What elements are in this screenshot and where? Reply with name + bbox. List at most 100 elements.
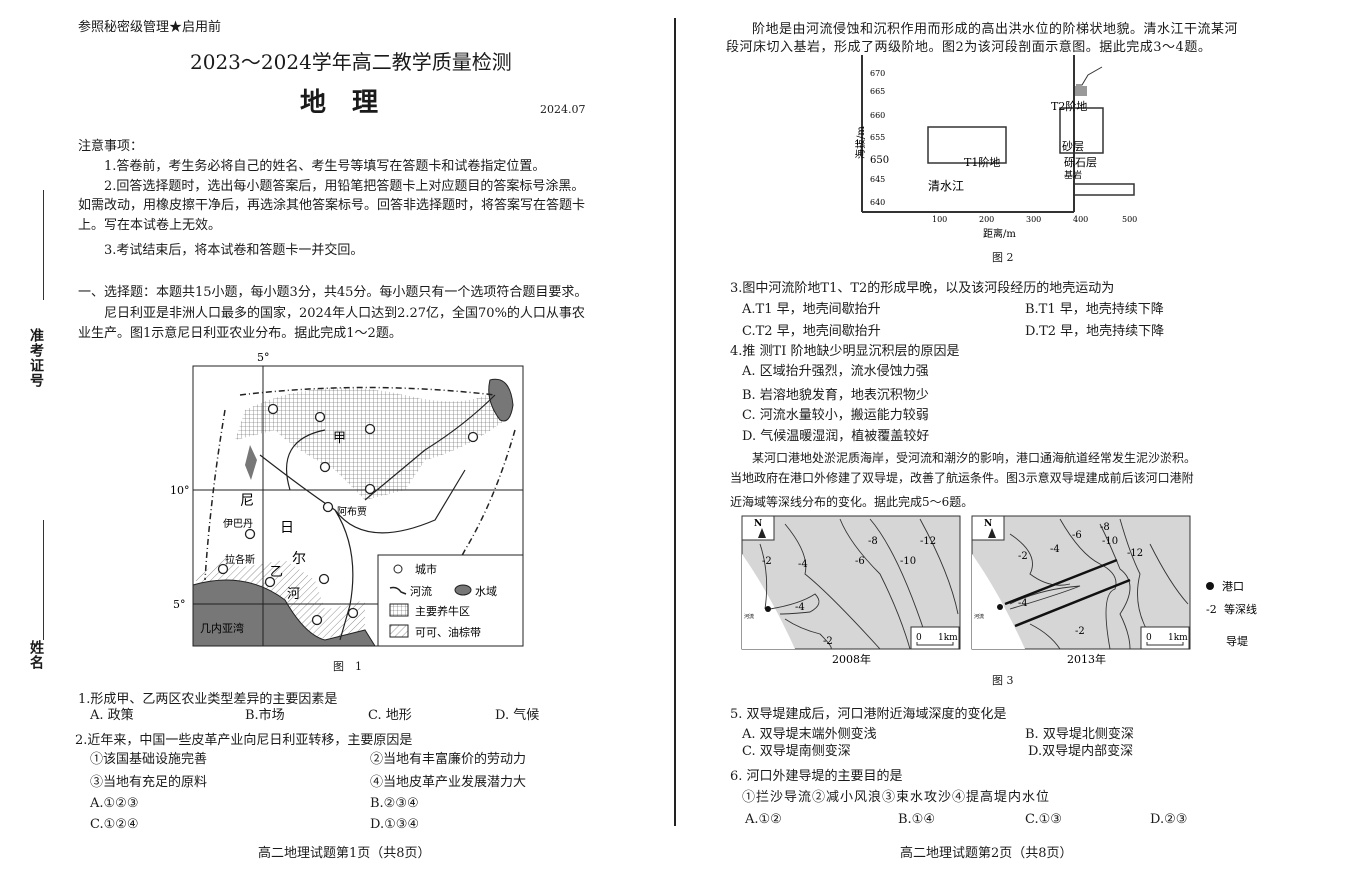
legend-port: 港口 (1222, 580, 1244, 593)
latitude-5-label: 5° (173, 598, 186, 611)
map-2008: N 河流 -2 -4 -6 -8 -10 -12 -4 -2 0 1km (741, 515, 961, 650)
q1-option-c[interactable]: C. 地形 (368, 708, 412, 723)
q6-option-c[interactable]: C.①③ (1025, 812, 1062, 827)
q5-option-a[interactable]: A. 双导堤末端外侧变浅 (742, 727, 877, 742)
x-tick: 500 (1122, 215, 1137, 224)
q3-option-d[interactable]: D.T2 早，地壳持续下降 (1025, 324, 1165, 339)
isobath-label: -10 (900, 556, 916, 567)
question-3-stem: 3.图中河流阶地T1、T2的形成早晚，以及该河段经历的地壳运动为 (730, 281, 1115, 296)
country-label-2: 日 (280, 520, 294, 536)
binding-line (43, 190, 44, 300)
map-2013: N 河流 -2 -4 -6 -8 -10 -12 -4 -2 0 1km (971, 515, 1191, 650)
gravel-pattern (1075, 86, 1087, 96)
q6-option-b[interactable]: B.①④ (898, 812, 935, 827)
isobath-label: -4 (795, 602, 805, 613)
question-5-stem: 5. 双导堤建成后，河口港附近海域深度的变化是 (730, 707, 1007, 722)
legend-river: 河流 (410, 584, 432, 598)
q2-item: ④当地皮革产业发展潜力大 (370, 775, 527, 790)
q5-option-d[interactable]: D.双导堤内部变深 (1028, 744, 1134, 759)
page-1-footer: 高二地理试题第1页（共8页） (258, 846, 431, 861)
year-2008-label: 2008年 (832, 652, 871, 666)
page-divider (674, 18, 676, 826)
q2-option-a[interactable]: A.①②③ (90, 796, 139, 811)
q1-option-b[interactable]: B.市场 (245, 708, 285, 723)
y-axis-label: 海拔/m (854, 126, 867, 159)
cattle-legend-icon (389, 603, 409, 617)
notice-line: 1.答卷前，考生务必将自己的姓名、考生号等填写在答题卡和试卷指定位置。 (104, 159, 546, 174)
north-label: N (984, 519, 992, 529)
scale-label: 1km (938, 633, 958, 643)
legend-isobath-sample: -2 (1206, 603, 1217, 616)
x-tick: 200 (979, 215, 994, 224)
y-tick: 650 (870, 155, 889, 166)
intro-line: 近海域等深线分布的变化。据此完成5～6题。 (730, 495, 974, 509)
q6-option-a[interactable]: A.①② (745, 812, 782, 827)
gravel-layer-label: 砾石层 (1064, 156, 1097, 169)
q2-option-d[interactable]: D.①③④ (370, 817, 420, 832)
country-label-3: 尔 (292, 551, 306, 567)
q1-option-a[interactable]: A. 政策 (90, 708, 134, 723)
isobath-label: -6 (1072, 530, 1082, 541)
north-label: N (754, 519, 762, 529)
intro-line: 尼日利亚是非洲人口最多的国家，2024年人口达到2.27亿，全国70%的人口从事… (104, 306, 585, 321)
q4-option-a[interactable]: A. 区域抬升强烈，流水侵蚀力强 (742, 364, 929, 379)
q3-option-c[interactable]: C.T2 早，地壳间歇抬升 (742, 324, 881, 339)
isobath-label: -12 (920, 536, 936, 547)
isobath-label: -12 (1127, 548, 1143, 559)
notice-line: 3.考试结束后，将本试卷和答题卡一并交回。 (104, 243, 364, 258)
page-2-footer: 高二地理试题第2页（共8页） (900, 846, 1073, 861)
isobath-label: -4 (798, 559, 808, 570)
river-label: 河流 (974, 613, 984, 620)
exam-date: 2024.07 (540, 103, 586, 116)
figure-1-caption: 图 1 (333, 660, 362, 673)
gulf-label: 几内亚湾 (200, 621, 244, 635)
scale-label: 0 (916, 633, 922, 643)
scale-bar (1146, 642, 1184, 646)
scale-bar (916, 642, 954, 646)
q2-item: ③当地有充足的原料 (90, 775, 208, 790)
isobath-label: -2 (762, 556, 772, 567)
question-4-stem: 4.推 测TI 阶地缺少明显沉积层的原因是 (730, 344, 960, 359)
question-6-stem: 6. 河口外建导堤的主要目的是 (730, 769, 903, 784)
notice-title: 注意事项： (78, 139, 144, 154)
sand-layer-label: 砂层 (1062, 140, 1084, 153)
q2-option-b[interactable]: B.②③④ (370, 796, 419, 811)
intro-line: 当地政府在港口外修建了双导堤，改善了航运条件。图3示意双导堤建成前后该河口港附 (730, 471, 1194, 485)
q5-option-c[interactable]: C. 双导堤南侧变深 (742, 744, 851, 759)
water-legend-icon (454, 584, 472, 596)
x-axis-label: 距离/m (983, 227, 1016, 240)
river-legend-icon (389, 586, 407, 595)
q4-option-d[interactable]: D. 气候温暖湿润，植被覆盖较好 (742, 429, 930, 444)
legend-jetty: 导堤 (1226, 635, 1248, 648)
binding-line (43, 520, 44, 640)
y-tick: 655 (870, 133, 885, 142)
q4-option-b[interactable]: B. 岩溶地貌发育，地表沉积物少 (742, 388, 929, 403)
notice-line: 上。写在本试卷上无效。 (78, 218, 222, 233)
isobath-label: -2 (823, 636, 833, 647)
q1-option-d[interactable]: D. 气候 (495, 708, 540, 723)
q2-item: ②当地有丰富廉价的劳动力 (370, 752, 527, 767)
figure-2-caption: 图 2 (992, 251, 1014, 264)
figure-1-nigeria-map: 5° 10° 5° 几内亚湾 甲 乙 尼 日 尔 河 伊巴丹 拉各斯 阿布贾 城… (170, 351, 524, 647)
y-tick: 665 (870, 87, 885, 96)
q4-option-c[interactable]: C. 河流水量较小，搬运能力较弱 (742, 408, 929, 423)
secret-label: 参照秘密级管理★启用前 (78, 20, 222, 35)
q3-option-b[interactable]: B.T1 早，地壳持续下降 (1025, 302, 1164, 317)
question-2-stem: 2.近年来，中国一些皮革产业向尼日利亚转移，主要原因是 (75, 733, 413, 748)
x-tick: 400 (1073, 215, 1088, 224)
port-legend-icon (1206, 582, 1214, 590)
isobath-label: -4 (1018, 598, 1028, 609)
exam-id-label: 准考证号 (28, 328, 44, 388)
isobath-label: -6 (855, 556, 865, 567)
q5-option-b[interactable]: B. 双导堤北侧变深 (1025, 727, 1134, 742)
region-jia-label: 甲 (333, 431, 346, 446)
q3-option-a[interactable]: A.T1 早，地壳间歇抬升 (742, 302, 881, 317)
x-tick: 100 (932, 215, 947, 224)
bedrock-label: 基岩 (1064, 169, 1082, 181)
y-tick: 640 (870, 198, 885, 207)
year-2013-label: 2013年 (1067, 652, 1106, 666)
q6-option-d[interactable]: D.②③ (1150, 812, 1188, 827)
section-heading: 一、选择题：本题共15小题，每小题3分，共45分。每小题只有一个选项符合题目要求… (78, 285, 588, 300)
q2-option-c[interactable]: C.①②④ (90, 817, 139, 832)
notice-line: 2.回答选择题时，选出每小题答案后，用铅笔把答题卡上对应题目的答案标号涂黑。 (104, 179, 585, 194)
